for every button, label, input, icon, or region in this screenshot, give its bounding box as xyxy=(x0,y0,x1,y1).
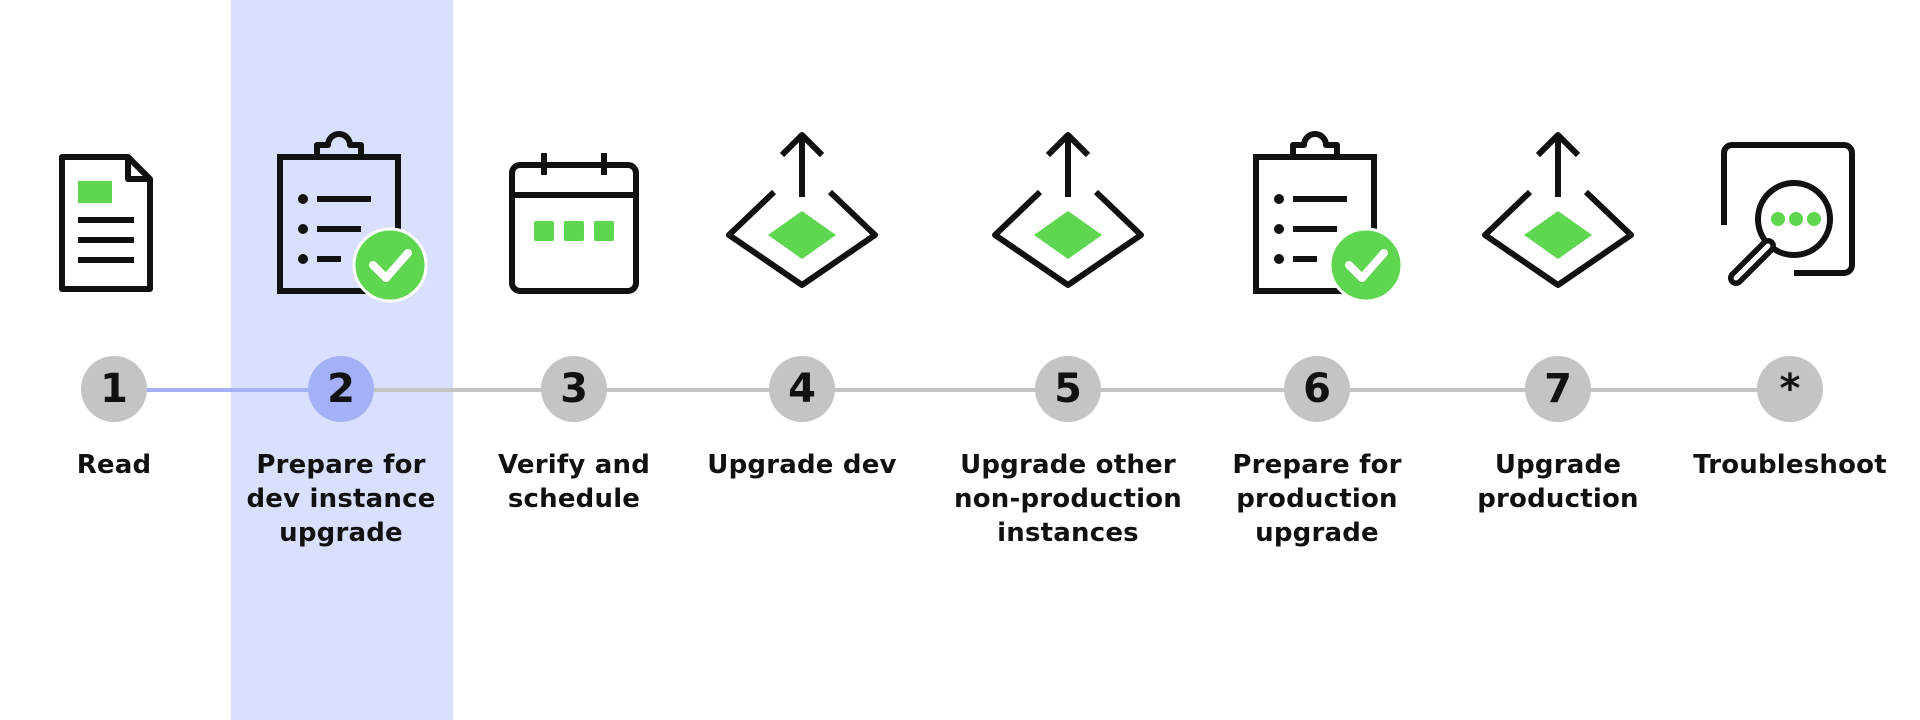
upgrade-diamond-icon xyxy=(702,125,902,305)
clipboard-check-icon xyxy=(1217,125,1417,305)
step-label: Read xyxy=(76,450,152,480)
step-label: Verify and schedule xyxy=(497,450,651,514)
upgrade-diamond-icon xyxy=(1458,125,1658,305)
step-1[interactable]: 1 Read xyxy=(0,0,234,720)
step-number: 5 xyxy=(1035,356,1101,422)
clipboard-check-icon xyxy=(241,125,441,305)
step-2[interactable]: 2 Prepare for dev instance upgrade xyxy=(221,0,461,720)
step-3[interactable]: 3 Verify and schedule xyxy=(454,0,694,720)
step-number: * xyxy=(1757,356,1823,422)
step-4[interactable]: 4 Upgrade dev xyxy=(682,0,922,720)
step-number: 3 xyxy=(541,356,607,422)
progress-track xyxy=(114,388,1786,392)
step-5[interactable]: 5 Upgrade other non-production instances xyxy=(948,0,1188,720)
upgrade-diamond-icon xyxy=(968,125,1168,305)
step-number: 2 xyxy=(308,356,374,422)
step-number: 4 xyxy=(769,356,835,422)
step-troubleshoot[interactable]: * Troubleshoot xyxy=(1670,0,1910,720)
step-label: Prepare for dev instance upgrade xyxy=(246,450,436,548)
calendar-icon xyxy=(474,125,674,305)
step-7[interactable]: 7 Upgrade production xyxy=(1438,0,1678,720)
step-label: Upgrade other non-production instances xyxy=(953,450,1182,548)
document-icon xyxy=(14,125,214,305)
progress-fill xyxy=(114,388,341,392)
step-6[interactable]: 6 Prepare for production upgrade xyxy=(1197,0,1437,720)
search-document-icon xyxy=(1690,125,1890,305)
step-label: Upgrade production xyxy=(1477,450,1639,514)
step-label: Upgrade dev xyxy=(707,450,897,480)
step-number: 1 xyxy=(81,356,147,422)
step-label: Troubleshoot xyxy=(1693,450,1887,480)
step-number: 6 xyxy=(1284,356,1350,422)
step-label: Prepare for production upgrade xyxy=(1232,450,1402,548)
step-number: 7 xyxy=(1525,356,1591,422)
